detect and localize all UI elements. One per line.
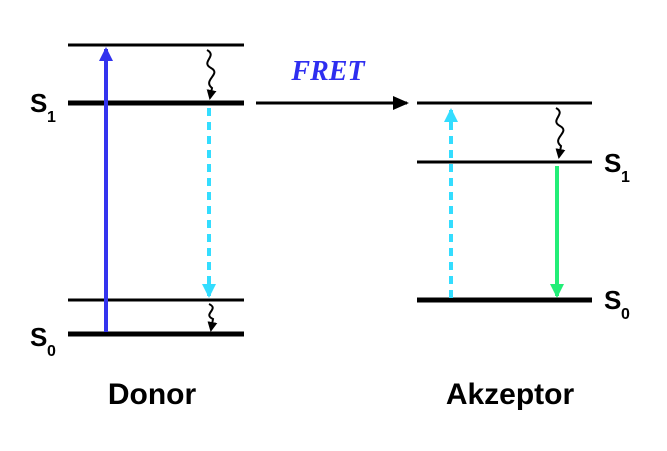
acceptor-s0-label: S 0 bbox=[604, 285, 630, 323]
svg-text:S: S bbox=[30, 88, 47, 118]
donor-name: Donor bbox=[108, 378, 197, 411]
acceptor-name: Akzeptor bbox=[446, 378, 575, 411]
svg-text:0: 0 bbox=[47, 343, 56, 360]
svg-text:1: 1 bbox=[47, 109, 56, 126]
svg-text:S: S bbox=[604, 148, 621, 178]
acceptor-levels bbox=[417, 101, 592, 303]
donor-s1-label: S 1 bbox=[30, 88, 56, 126]
svg-text:1: 1 bbox=[621, 169, 630, 186]
svg-text:S: S bbox=[30, 322, 47, 352]
donor-levels bbox=[68, 43, 244, 337]
svg-text:S: S bbox=[604, 285, 621, 315]
donor-ground-relaxation-wavy-arrow bbox=[207, 303, 218, 332]
svg-text:0: 0 bbox=[621, 306, 630, 323]
donor-s0-label: S 0 bbox=[30, 322, 56, 360]
donor-relaxation-wavy-arrow bbox=[206, 49, 217, 100]
fret-label: FRET bbox=[290, 56, 366, 87]
acceptor-s1-label: S 1 bbox=[604, 148, 630, 186]
acceptor-relaxation-wavy-arrow bbox=[555, 107, 566, 159]
